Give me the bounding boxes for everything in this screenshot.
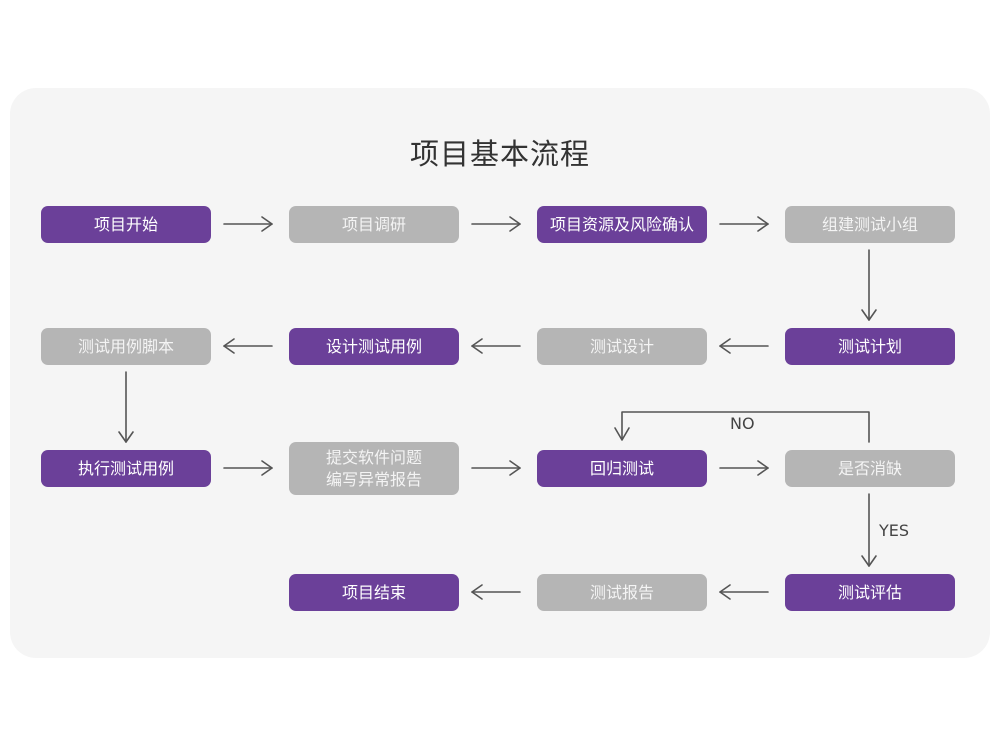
node-execute-test-cases[interactable]: 执行测试用例 [41, 450, 211, 487]
node-form-test-team[interactable]: 组建测试小组 [785, 206, 955, 243]
diagram-panel [10, 88, 990, 658]
node-project-end[interactable]: 项目结束 [289, 574, 459, 611]
edge-label-yes: YES [879, 521, 910, 540]
node-project-start[interactable]: 项目开始 [41, 206, 211, 243]
node-project-research[interactable]: 项目调研 [289, 206, 459, 243]
node-test-plan[interactable]: 测试计划 [785, 328, 955, 365]
node-test-case-script[interactable]: 测试用例脚本 [41, 328, 211, 365]
node-resource-risk-confirm[interactable]: 项目资源及风险确认 [537, 206, 707, 243]
node-design-test-cases[interactable]: 设计测试用例 [289, 328, 459, 365]
node-regression-test[interactable]: 回归测试 [537, 450, 707, 487]
node-submit-issues-report[interactable]: 提交软件问题 编写异常报告 [289, 442, 459, 495]
node-test-report[interactable]: 测试报告 [537, 574, 707, 611]
page-title: 项目基本流程 [409, 137, 590, 171]
node-test-evaluation[interactable]: 测试评估 [785, 574, 955, 611]
node-defect-cleared[interactable]: 是否消缺 [785, 450, 955, 487]
edge-label-no: NO [730, 414, 755, 433]
node-test-design[interactable]: 测试设计 [537, 328, 707, 365]
